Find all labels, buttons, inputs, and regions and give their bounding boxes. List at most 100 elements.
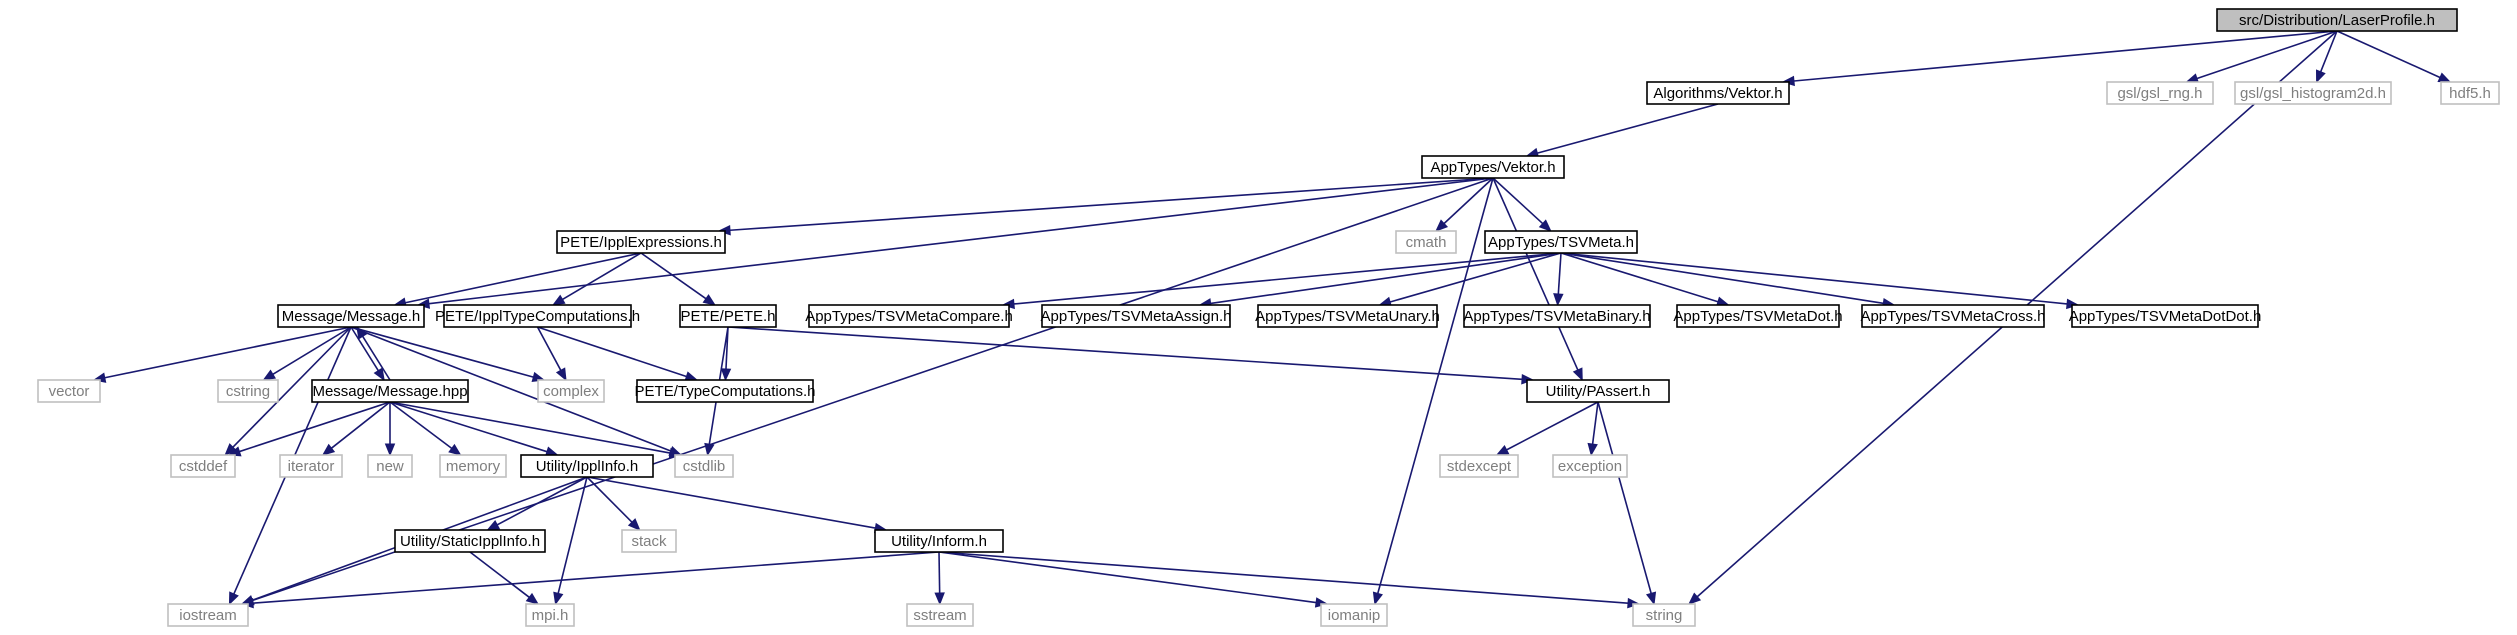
node-box[interactable]	[2071, 304, 2259, 328]
node-box[interactable]	[679, 304, 777, 328]
node-box[interactable]	[443, 304, 632, 328]
node-alg-vektor[interactable]: Algorithms/Vektor.h	[1646, 81, 1790, 105]
node-box[interactable]	[808, 304, 1010, 328]
edge-inform-to-iostream	[240, 551, 940, 609]
node-label: gsl/gsl_rng.h	[2117, 85, 2202, 102]
node-label: AppTypes/TSVMetaUnary.h	[1255, 308, 1440, 325]
node-box[interactable]	[556, 230, 726, 254]
edge-line	[496, 476, 588, 526]
edge-ipplinfo-to-static_ippl	[486, 476, 588, 531]
node-box	[621, 529, 677, 553]
edge-root-to-alg_vektor	[1781, 30, 2338, 87]
node-box	[525, 603, 575, 627]
edge-msg_hpp-to-new	[384, 402, 396, 457]
edge-line	[2319, 30, 2338, 73]
arrowhead-icon	[373, 367, 385, 382]
node-box[interactable]	[1421, 155, 1565, 179]
node-tsv-unary[interactable]: AppTypes/TSVMetaUnary.h	[1255, 304, 1440, 328]
edge-root-to-gsl_rng	[2185, 30, 2338, 84]
node-box[interactable]	[874, 529, 1004, 553]
node-msg-h[interactable]: Message/Message.h	[277, 304, 425, 328]
node-box	[170, 454, 236, 478]
node-box[interactable]	[394, 529, 546, 553]
arrowhead-icon	[228, 591, 239, 606]
node-box[interactable]	[1526, 379, 1670, 403]
edge-msg_h-to-cstring	[262, 326, 352, 381]
node-ippl-expr[interactable]: PETE/IpplExpressions.h	[556, 230, 726, 254]
node-box[interactable]	[311, 379, 469, 403]
node-ipplinfo[interactable]: Utility/IpplInfo.h	[520, 454, 654, 478]
node-box[interactable]	[2216, 8, 2458, 32]
node-label: memory	[446, 458, 501, 475]
edge-app_vektor-to-ippl_expr	[717, 177, 1494, 236]
arrowhead-icon	[704, 442, 715, 457]
arrowhead-icon	[627, 518, 641, 531]
node-label: Algorithms/Vektor.h	[1653, 85, 1782, 102]
node-box[interactable]	[1463, 304, 1651, 328]
node-label: mpi.h	[532, 607, 569, 624]
node-tsv-compare[interactable]: AppTypes/TSVMetaCompare.h	[805, 304, 1013, 328]
node-cstddef: cstddef	[170, 454, 236, 478]
node-box	[279, 454, 343, 478]
node-label: cstring	[226, 383, 270, 400]
node-msg-hpp[interactable]: Message/Message.hpp	[311, 379, 469, 403]
edge-line	[1389, 252, 1562, 303]
node-box	[2440, 81, 2500, 105]
node-box	[1552, 454, 1628, 478]
node-label: AppTypes/TSVMetaDotDot.h	[2069, 308, 2262, 325]
node-tsv-assign[interactable]: AppTypes/TSVMetaAssign.h	[1041, 304, 1232, 328]
arrowhead-icon	[1645, 591, 1657, 606]
node-box[interactable]	[1861, 304, 2045, 328]
edge-app_vektor-to-passert	[1492, 177, 1583, 382]
node-box[interactable]	[1041, 304, 1231, 328]
node-label: cstddef	[179, 458, 228, 475]
node-vector: vector	[37, 379, 101, 403]
node-label: iomanip	[1328, 607, 1381, 624]
arrowhead-icon	[2437, 72, 2452, 83]
node-label: AppTypes/TSVMetaCompare.h	[805, 308, 1013, 325]
node-ippl-typecomp[interactable]: PETE/IpplTypeComputations.h	[435, 304, 640, 328]
node-box[interactable]	[636, 379, 814, 403]
node-tsvmeta[interactable]: AppTypes/TSVMeta.h	[1484, 230, 1638, 254]
node-label: Utility/Inform.h	[891, 533, 987, 550]
node-box[interactable]	[1676, 304, 1840, 328]
node-cstring: cstring	[217, 379, 279, 403]
arrowhead-icon	[720, 368, 732, 382]
edge-pete_h-to-passert	[727, 326, 1535, 385]
node-static-ippl[interactable]: Utility/StaticIpplInfo.h	[394, 529, 546, 553]
node-label: AppTypes/TSVMetaDot.h	[1673, 308, 1842, 325]
node-passert[interactable]: Utility/PAssert.h	[1526, 379, 1670, 403]
node-pete-h[interactable]: PETE/PETE.h	[679, 304, 777, 328]
node-box[interactable]	[1484, 230, 1638, 254]
node-label: cstdlib	[683, 458, 726, 475]
edge-line	[640, 252, 707, 300]
node-tsv-binary[interactable]: AppTypes/TSVMetaBinary.h	[1463, 304, 1651, 328]
node-tsv-cross[interactable]: AppTypes/TSVMetaCross.h	[1860, 304, 2046, 328]
node-box[interactable]	[520, 454, 654, 478]
edge-app_vektor-to-cmath	[1435, 177, 1494, 232]
edge-line	[428, 177, 1494, 305]
node-tsv-dot[interactable]: AppTypes/TSVMetaDot.h	[1673, 304, 1843, 328]
node-label: Message/Message.hpp	[312, 383, 467, 400]
node-memory: memory	[439, 454, 507, 478]
node-label: exception	[1558, 458, 1622, 475]
node-label: PETE/TypeComputations.h	[635, 383, 816, 400]
node-box[interactable]	[277, 304, 425, 328]
node-label: stdexcept	[1447, 458, 1512, 475]
node-stdexcept: stdexcept	[1439, 454, 1519, 478]
node-app-vektor[interactable]: AppTypes/Vektor.h	[1421, 155, 1565, 179]
edge-static_ippl-to-mpi	[469, 551, 540, 605]
node-cstdlib: cstdlib	[674, 454, 734, 478]
edge-line	[350, 326, 534, 378]
node-box[interactable]	[1257, 304, 1438, 328]
node-tsv-dotdot[interactable]: AppTypes/TSVMetaDotDot.h	[2069, 304, 2262, 328]
arrowhead-icon	[1688, 592, 1702, 605]
node-pete-typecomp[interactable]: PETE/TypeComputations.h	[635, 379, 816, 403]
node-root[interactable]: src/Distribution/LaserProfile.h	[2216, 8, 2458, 32]
node-label: stack	[631, 533, 667, 550]
node-inform[interactable]: Utility/Inform.h	[874, 529, 1004, 553]
node-box[interactable]	[1646, 81, 1790, 105]
edge-ippl_expr-to-msg_h	[393, 252, 642, 308]
node-label: sstream	[913, 607, 966, 624]
node-complex: complex	[537, 379, 605, 403]
